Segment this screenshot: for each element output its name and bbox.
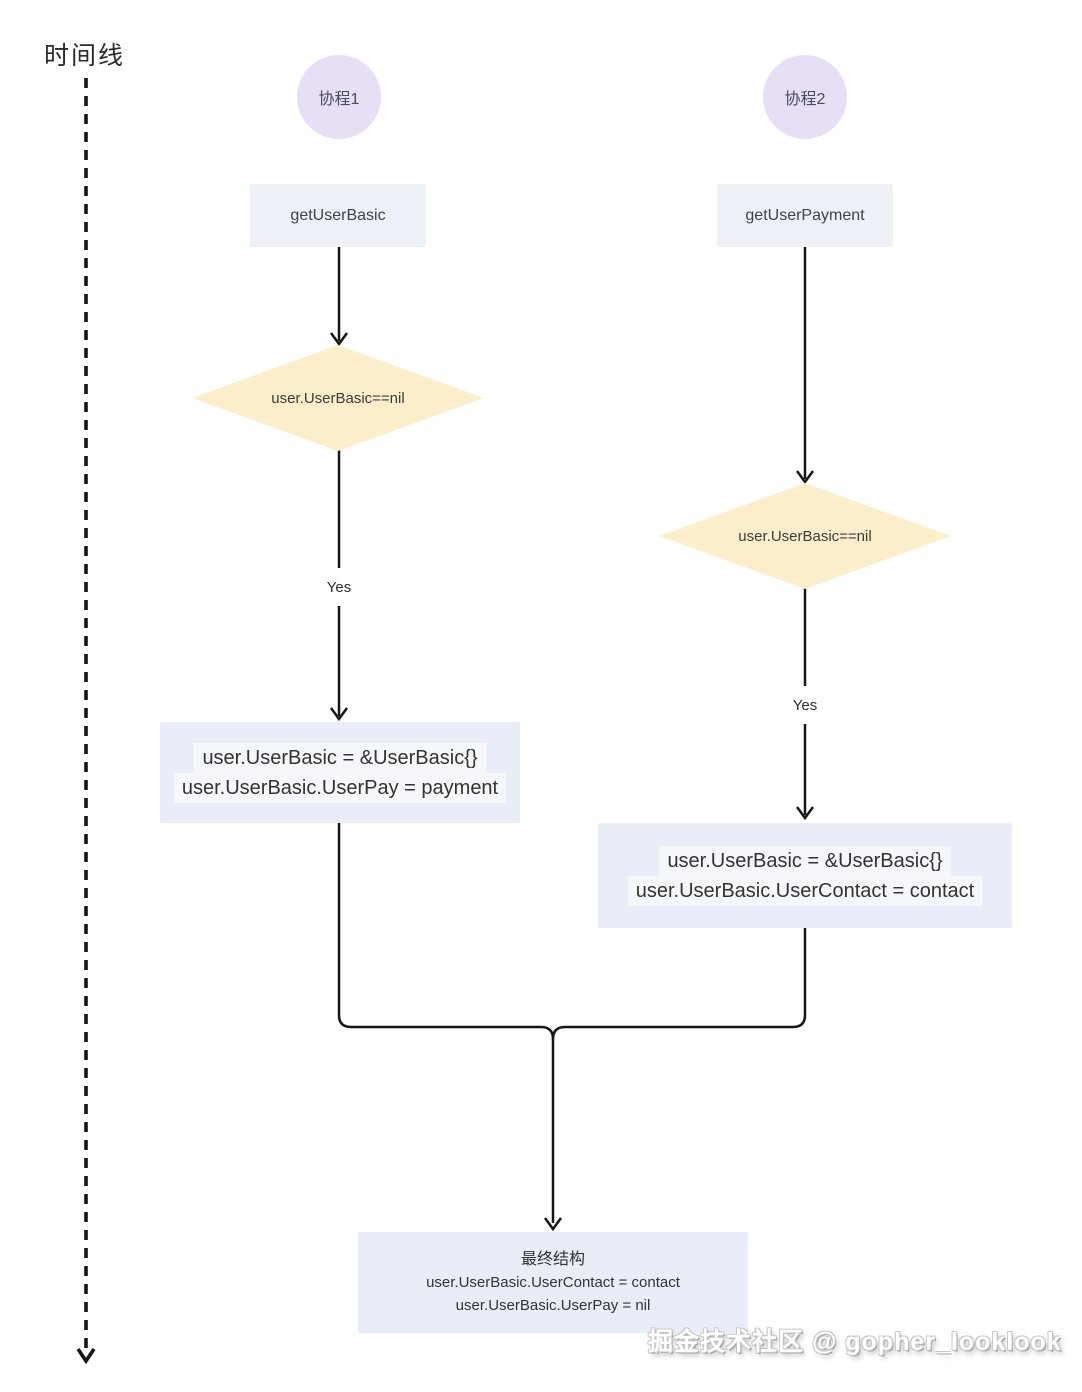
arrow-decision1-to-action1 xyxy=(329,450,349,722)
timeline-label: 时间线 xyxy=(44,42,126,70)
task-getuserbasic-label: getUserBasic xyxy=(290,206,386,224)
arrow-task2-to-decision2 xyxy=(795,247,815,485)
watermark-text: 掘金技术社区 @ gopher_looklook xyxy=(648,1328,1062,1356)
branch1-yes-label: Yes xyxy=(309,574,369,600)
result-line2: user.UserBasic.UserPay = nil xyxy=(455,1297,651,1314)
goroutine2-label: 协程2 xyxy=(784,91,826,108)
action1-line2: user.UserBasic.UserPay = payment xyxy=(173,772,507,803)
merge-arrow-to-result xyxy=(337,823,807,1232)
task-getuserpayment: getUserPayment xyxy=(717,184,893,247)
decision2-label: user.UserBasic==nil xyxy=(738,527,872,545)
result-line1: user.UserBasic.UserContact = contact xyxy=(426,1274,680,1291)
action2-line1: user.UserBasic = &UserBasic{} xyxy=(659,845,951,876)
result-box: 最终结构 user.UserBasic.UserContact = contac… xyxy=(358,1232,748,1333)
branch2-yes-label: Yes xyxy=(775,692,835,718)
decision1-label: user.UserBasic==nil xyxy=(271,389,405,407)
goroutine1-circle: 协程1 xyxy=(297,55,381,139)
goroutine2-circle: 协程2 xyxy=(763,55,847,139)
arrow-decision2-to-action2 xyxy=(795,588,815,821)
action1-line1: user.UserBasic = &UserBasic{} xyxy=(194,742,486,773)
action1-box: user.UserBasic = &UserBasic{} user.UserB… xyxy=(160,722,520,823)
action2-line2: user.UserBasic.UserContact = contact xyxy=(627,875,983,906)
result-title: 最终结构 xyxy=(520,1251,585,1268)
task-getuserpayment-label: getUserPayment xyxy=(745,206,865,224)
timeline-dashed-arrow xyxy=(76,78,96,1365)
goroutine1-label: 协程1 xyxy=(318,91,360,108)
task-getuserbasic: getUserBasic xyxy=(250,184,426,247)
arrow-task1-to-decision1 xyxy=(329,247,349,347)
action2-box: user.UserBasic = &UserBasic{} user.UserB… xyxy=(598,823,1012,928)
